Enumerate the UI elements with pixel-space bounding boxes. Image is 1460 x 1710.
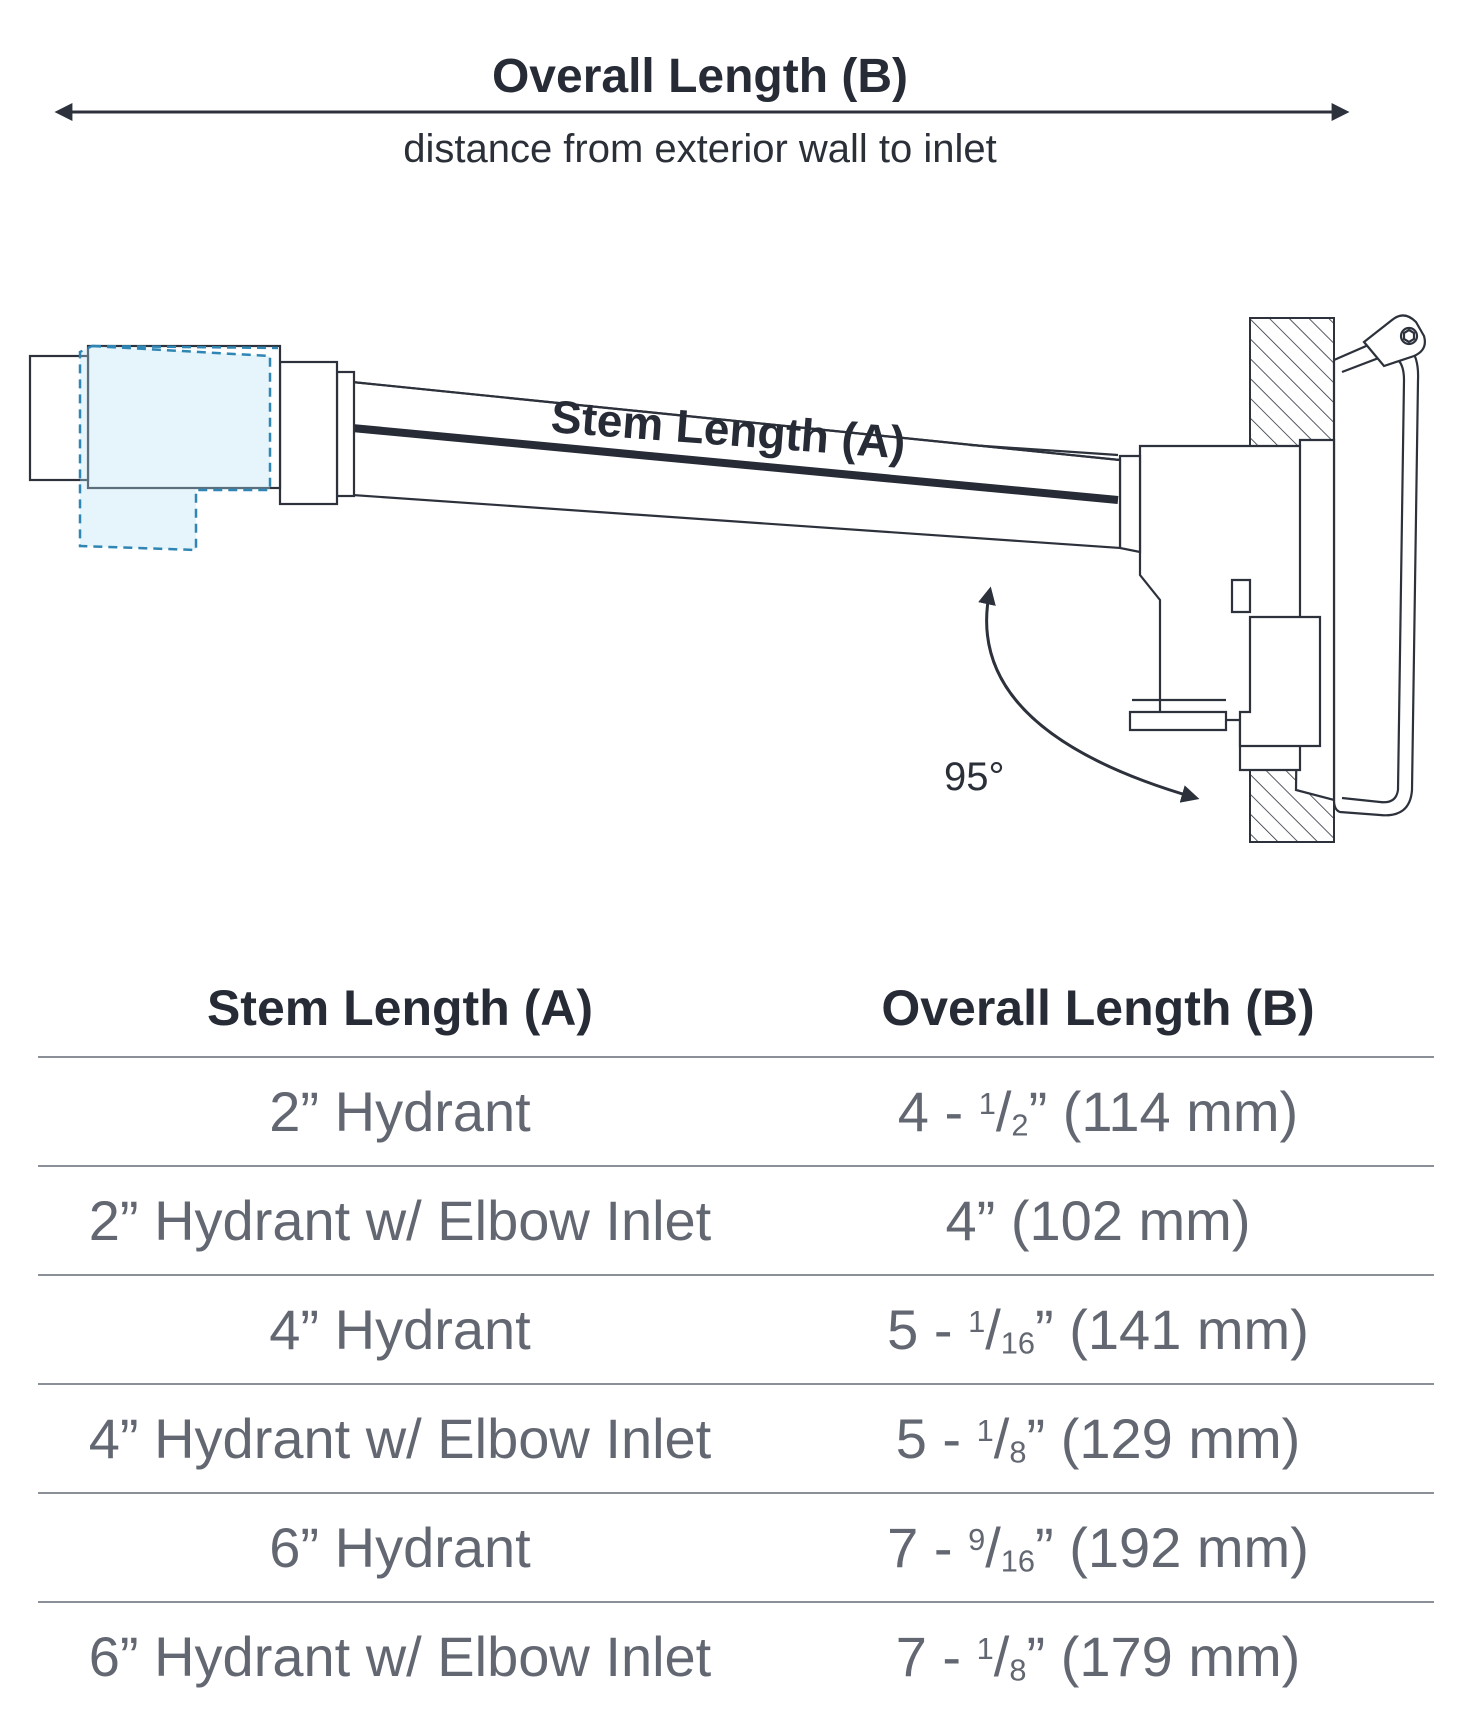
stem-cell: 2” Hydrant [38,1057,762,1167]
hydrant-face-plate [1332,314,1426,817]
overall-length-title: Overall Length (B) [492,50,908,103]
stem-cell: 6” Hydrant w/ Elbow Inlet [88,1625,712,1688]
length-spec-table: Stem Length (A) Overall Length (B) 2” Hy… [38,960,1434,1710]
hydrant-diagram: Overall Length (B) distance from exterio… [28,50,1426,843]
stem-cell: 4” Hydrant [38,1275,762,1385]
stem-length-line [351,424,1119,504]
stem-cell: 2” Hydrant w/ Elbow Inlet [38,1166,762,1276]
angle-label: 95° [944,755,1005,799]
table-row: 2” Hydrant 4 - 1/2” (114 mm) [38,1057,1434,1167]
header-stem-length: Stem Length (A) [38,960,762,1058]
overall-cell: 7 - 1/8” (179 mm) [895,1625,1301,1688]
overall-cell: 5 - 1/16” (141 mm) [762,1275,1434,1385]
table-row: 6” Hydrant 7 - 9/16” (192 mm) [38,1493,1434,1603]
table-row: 4” Hydrant w/ Elbow Inlet 5 - 1/8” (129 … [38,1384,1434,1494]
rotation-arc [978,586,1200,803]
table-row: 6” Hydrant w/ Elbow Inlet 7 - 1/8” (179 … [38,1602,1434,1710]
overall-cell: 4 - 1/2” (114 mm) [762,1057,1434,1167]
overall-cell: 5 - 1/8” (129 mm) [762,1384,1434,1494]
table-row: 4” Hydrant 5 - 1/16” (141 mm) [38,1275,1434,1385]
header-overall-length: Overall Length (B) [762,960,1434,1058]
table-header-row: Stem Length (A) Overall Length (B) [38,960,1434,1058]
table-row: 2” Hydrant w/ Elbow Inlet 4” (102 mm) [38,1166,1434,1276]
overall-cell: 4” (102 mm) [762,1166,1434,1276]
inlet-fitting [28,344,356,506]
stem-cell: 6” Hydrant [38,1493,762,1603]
overall-cell: 7 - 9/16” (192 mm) [762,1493,1434,1603]
overall-length-subtitle: distance from exterior wall to inlet [403,127,997,171]
elbow-inlet-outline [78,344,279,552]
stem-cell: 4” Hydrant w/ Elbow Inlet [38,1384,762,1494]
hydrant-body [1118,438,1336,802]
